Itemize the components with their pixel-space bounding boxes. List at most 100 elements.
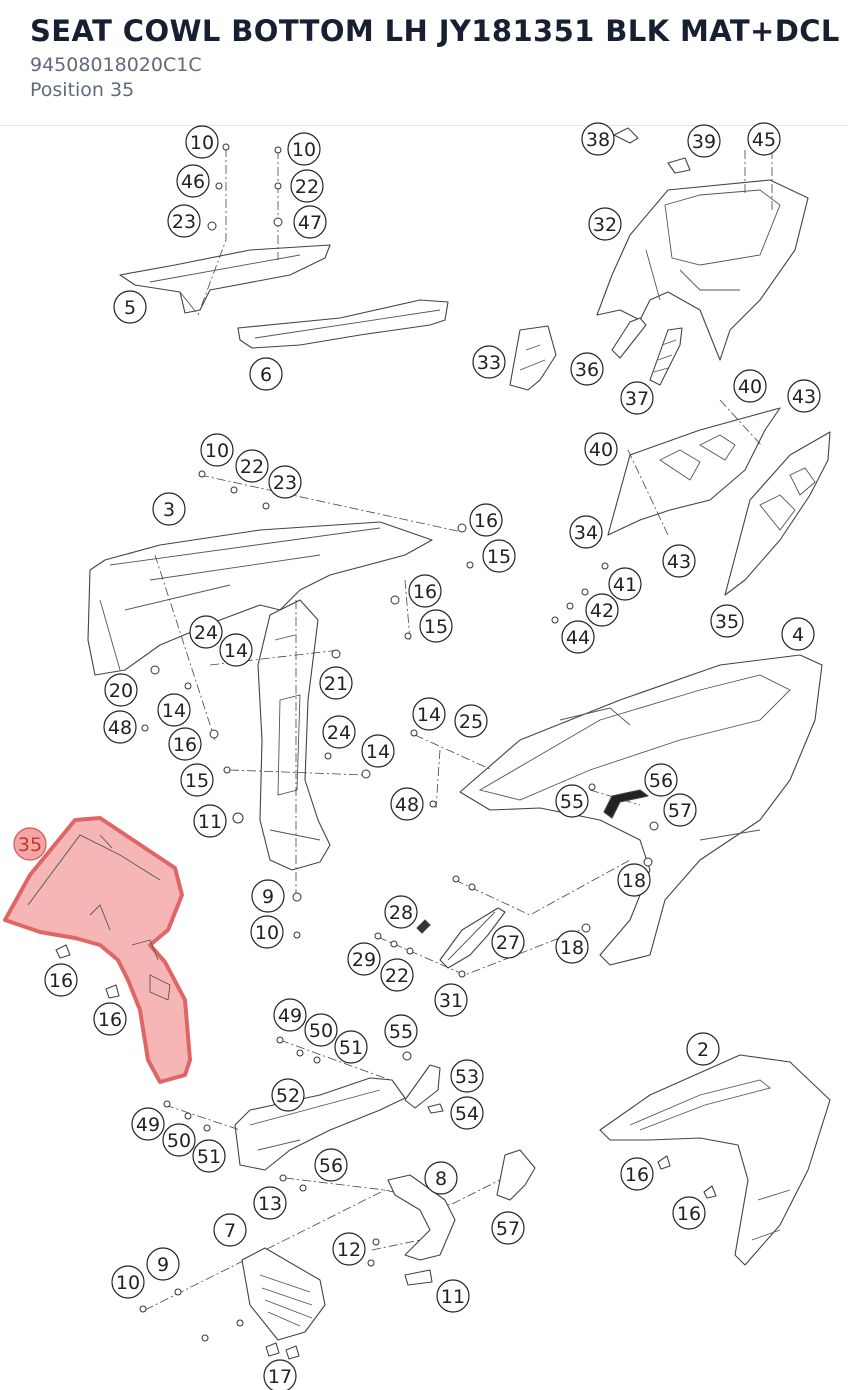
callout-41[interactable]: 41 [608, 567, 642, 601]
callout-14[interactable]: 14 [361, 734, 395, 768]
callout-50[interactable]: 50 [162, 1123, 196, 1157]
callout-20[interactable]: 20 [104, 673, 138, 707]
callout-46[interactable]: 46 [176, 164, 210, 198]
callout-8[interactable]: 8 [424, 1161, 458, 1195]
callout-7[interactable]: 7 [213, 1213, 247, 1247]
callout-24[interactable]: 24 [189, 615, 223, 649]
callout-51[interactable]: 51 [192, 1139, 226, 1173]
callout-label: 9 [157, 1254, 169, 1276]
callout-16[interactable]: 16 [408, 574, 442, 608]
callout-label: 10 [292, 139, 316, 161]
callout-50[interactable]: 50 [304, 1013, 338, 1047]
callout-3[interactable]: 3 [152, 492, 186, 526]
callout-5[interactable]: 5 [113, 290, 147, 324]
callout-9[interactable]: 9 [146, 1247, 180, 1281]
callout-14[interactable]: 14 [157, 693, 191, 727]
callout-16[interactable]: 16 [469, 503, 503, 537]
callout-37[interactable]: 37 [620, 381, 654, 415]
callout-circle [733, 369, 767, 403]
callout-16[interactable]: 16 [672, 1196, 706, 1230]
callout-10[interactable]: 10 [111, 1265, 145, 1299]
callout-label: 23 [273, 472, 297, 494]
callout-52[interactable]: 52 [271, 1078, 305, 1112]
callout-54[interactable]: 54 [450, 1096, 484, 1130]
callout-label: 38 [586, 129, 610, 151]
callout-18[interactable]: 18 [555, 930, 589, 964]
callout-56[interactable]: 56 [644, 763, 678, 797]
callout-21[interactable]: 21 [319, 666, 353, 700]
callout-18[interactable]: 18 [617, 863, 651, 897]
callout-10[interactable]: 10 [200, 433, 234, 467]
callout-48[interactable]: 48 [390, 787, 424, 821]
callout-12[interactable]: 12 [332, 1232, 366, 1266]
callout-31[interactable]: 31 [434, 983, 468, 1017]
callout-15[interactable]: 15 [419, 609, 453, 643]
callout-16[interactable]: 16 [620, 1157, 654, 1191]
part-16-clip-d [703, 1185, 717, 1199]
callout-35[interactable]: 35 [710, 604, 744, 638]
callout-53[interactable]: 53 [450, 1059, 484, 1093]
callout-25[interactable]: 25 [454, 704, 488, 738]
callout-55[interactable]: 55 [555, 784, 589, 818]
callout-16[interactable]: 16 [93, 1002, 127, 1036]
callout-40[interactable]: 40 [733, 369, 767, 403]
callout-16[interactable]: 16 [44, 963, 78, 997]
callout-10[interactable]: 10 [287, 132, 321, 166]
callout-57[interactable]: 57 [491, 1211, 525, 1245]
callout-35-highlighted[interactable]: 35 [13, 827, 47, 861]
callout-38[interactable]: 38 [581, 122, 615, 156]
callout-9[interactable]: 9 [251, 879, 285, 913]
callout-48[interactable]: 48 [103, 710, 137, 744]
callout-29[interactable]: 29 [347, 942, 381, 976]
callout-23[interactable]: 23 [167, 204, 201, 238]
callout-10[interactable]: 10 [250, 915, 284, 949]
callout-51[interactable]: 51 [334, 1030, 368, 1064]
callout-16[interactable]: 16 [168, 727, 202, 761]
callout-24[interactable]: 24 [322, 715, 356, 749]
callout-6[interactable]: 6 [249, 357, 283, 391]
callout-49[interactable]: 49 [131, 1107, 165, 1141]
callout-label: 45 [752, 129, 776, 151]
callout-43[interactable]: 43 [787, 379, 821, 413]
part-53-bracket [404, 1064, 441, 1109]
callout-40[interactable]: 40 [584, 432, 618, 466]
callout-13[interactable]: 13 [253, 1186, 287, 1220]
callout-23[interactable]: 23 [268, 465, 302, 499]
callout-22[interactable]: 22 [380, 958, 414, 992]
callout-28[interactable]: 28 [384, 895, 418, 929]
callout-55[interactable]: 55 [384, 1014, 418, 1048]
callout-circle [193, 804, 227, 838]
callout-32[interactable]: 32 [588, 207, 622, 241]
callout-15[interactable]: 15 [180, 763, 214, 797]
callout-57[interactable]: 57 [663, 793, 697, 827]
callout-11[interactable]: 11 [436, 1279, 470, 1313]
callout-36[interactable]: 36 [570, 352, 604, 386]
callout-22[interactable]: 22 [235, 449, 269, 483]
callout-14[interactable]: 14 [219, 633, 253, 667]
callout-17[interactable]: 17 [263, 1359, 297, 1390]
callout-27[interactable]: 27 [491, 925, 525, 959]
callout-4[interactable]: 4 [781, 617, 815, 651]
callout-14[interactable]: 14 [412, 697, 446, 731]
callout-circle [472, 345, 506, 379]
callout-39[interactable]: 39 [687, 124, 721, 158]
part-35-seat-cowl-bottom-lh[interactable] [3, 816, 192, 1084]
callout-42[interactable]: 42 [585, 593, 619, 627]
callout-44[interactable]: 44 [561, 620, 595, 654]
callout-label: 11 [441, 1286, 465, 1308]
callout-10[interactable]: 10 [185, 125, 219, 159]
callout-34[interactable]: 34 [569, 515, 603, 549]
callout-circle [146, 1247, 180, 1281]
callout-49[interactable]: 49 [273, 998, 307, 1032]
callout-label: 55 [389, 1021, 413, 1043]
callout-45[interactable]: 45 [747, 122, 781, 156]
callout-33[interactable]: 33 [472, 345, 506, 379]
callout-11[interactable]: 11 [193, 804, 227, 838]
callout-22[interactable]: 22 [290, 169, 324, 203]
callout-47[interactable]: 47 [293, 205, 327, 239]
callout-56[interactable]: 56 [314, 1148, 348, 1182]
callout-2[interactable]: 2 [686, 1032, 720, 1066]
callout-43[interactable]: 43 [662, 544, 696, 578]
callout-15[interactable]: 15 [482, 539, 516, 573]
